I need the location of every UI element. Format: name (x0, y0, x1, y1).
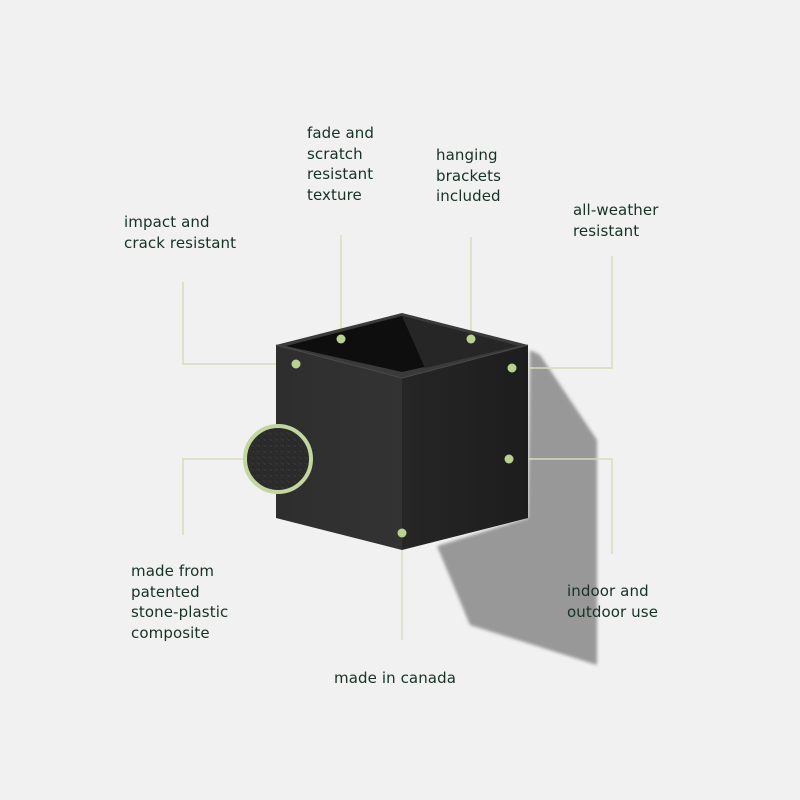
dot-indoor (504, 454, 514, 464)
callout-weather: all-weather resistant (573, 201, 659, 240)
planter-left-face (276, 345, 402, 550)
texture-magnifier (243, 424, 313, 494)
callout-lines (182, 235, 613, 640)
planter-shadow (437, 350, 597, 665)
callout-brackets: hanging brackets included (436, 146, 502, 205)
callout-indoor: indoor and outdoor use (567, 582, 659, 621)
planter-interior-right (402, 316, 518, 368)
callout-fade: fade and scratch resistant texture (307, 124, 375, 204)
callout-impact: impact and crack resistant (124, 213, 237, 252)
callout-canada: made in canada (334, 669, 457, 687)
dot-canada (397, 528, 407, 538)
callout-material: made from patented stone-plastic composi… (131, 562, 229, 642)
dot-impact (291, 359, 301, 369)
planter-right-face (402, 345, 528, 550)
callout-dots (291, 334, 517, 538)
dot-brackets (466, 334, 476, 344)
dot-weather (507, 363, 517, 373)
dot-fade (336, 334, 346, 344)
